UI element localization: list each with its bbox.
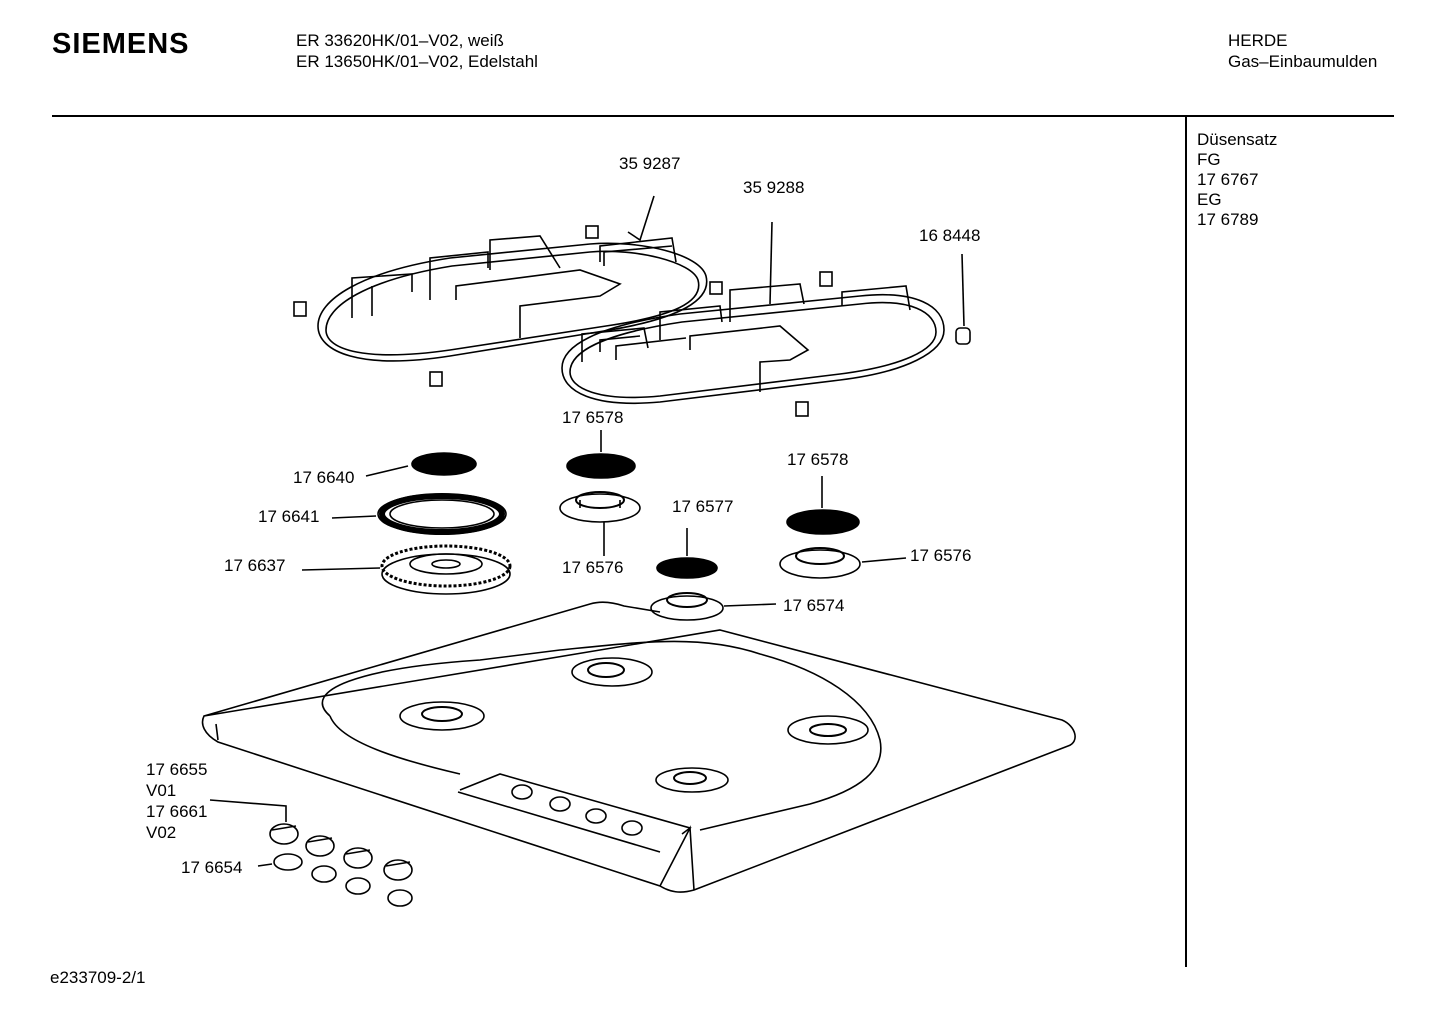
grate-right-drawing bbox=[561, 221, 945, 417]
burner-large-shape bbox=[380, 544, 512, 595]
model-line-2: ER 13650HK/01–V02, Edelstahl bbox=[296, 52, 538, 71]
category-line-2: Gas–Einbaumulden bbox=[1228, 52, 1378, 71]
label-knob-2-variant: V02 bbox=[146, 823, 177, 842]
side-line-duesensatz: Düsensatz bbox=[1197, 130, 1278, 149]
label-cap-small-mid: 17 6577 bbox=[672, 497, 734, 516]
side-line-fg: FG bbox=[1197, 150, 1221, 169]
label-grate-foot: 16 8448 bbox=[919, 226, 981, 245]
label-burner-small: 17 6574 bbox=[783, 596, 845, 615]
label-knob-1: 17 6655 bbox=[146, 760, 208, 779]
label-knob-1-variant: V01 bbox=[146, 781, 177, 800]
burner-right-shape bbox=[779, 547, 861, 579]
brand-logo: SIEMENS bbox=[52, 28, 190, 60]
label-ring-left: 17 6641 bbox=[258, 507, 320, 526]
category-line-1: HERDE bbox=[1228, 31, 1288, 50]
label-grate-left: 35 9287 bbox=[619, 154, 681, 173]
side-line-fg-part: 17 6767 bbox=[1197, 170, 1259, 189]
label-knob-cap: 17 6654 bbox=[181, 858, 243, 877]
label-burner-large: 17 6637 bbox=[224, 556, 286, 575]
label-cap-right: 17 6578 bbox=[787, 450, 849, 469]
burner-center-shape bbox=[559, 491, 641, 523]
label-knob-2: 17 6661 bbox=[146, 802, 208, 821]
side-line-eg-part: 17 6789 bbox=[1197, 210, 1259, 229]
cap-small-left-shape bbox=[411, 452, 477, 476]
label-burner-center: 17 6576 bbox=[562, 558, 624, 577]
grate-left-drawing bbox=[293, 195, 708, 387]
header-divider bbox=[52, 115, 1394, 117]
cap-small-mid-shape bbox=[656, 557, 718, 579]
cap-top-center-shape bbox=[566, 453, 636, 479]
label-cap-top-center: 17 6578 bbox=[562, 408, 624, 427]
label-burner-right: 17 6576 bbox=[910, 546, 972, 565]
cap-right-shape bbox=[786, 509, 860, 535]
document-id: e233709-2/1 bbox=[50, 968, 146, 987]
side-line-eg: EG bbox=[1197, 190, 1222, 209]
side-panel-divider bbox=[1185, 117, 1187, 967]
grate-foot-drawing bbox=[955, 253, 971, 345]
model-line-1: ER 33620HK/01–V02, weiß bbox=[296, 31, 504, 50]
label-grate-right: 35 9288 bbox=[743, 178, 805, 197]
label-cap-small-left: 17 6640 bbox=[293, 468, 355, 487]
burner-small-shape bbox=[650, 592, 724, 621]
knobs-drawing bbox=[209, 799, 413, 907]
hob-drawing bbox=[201, 601, 1076, 893]
